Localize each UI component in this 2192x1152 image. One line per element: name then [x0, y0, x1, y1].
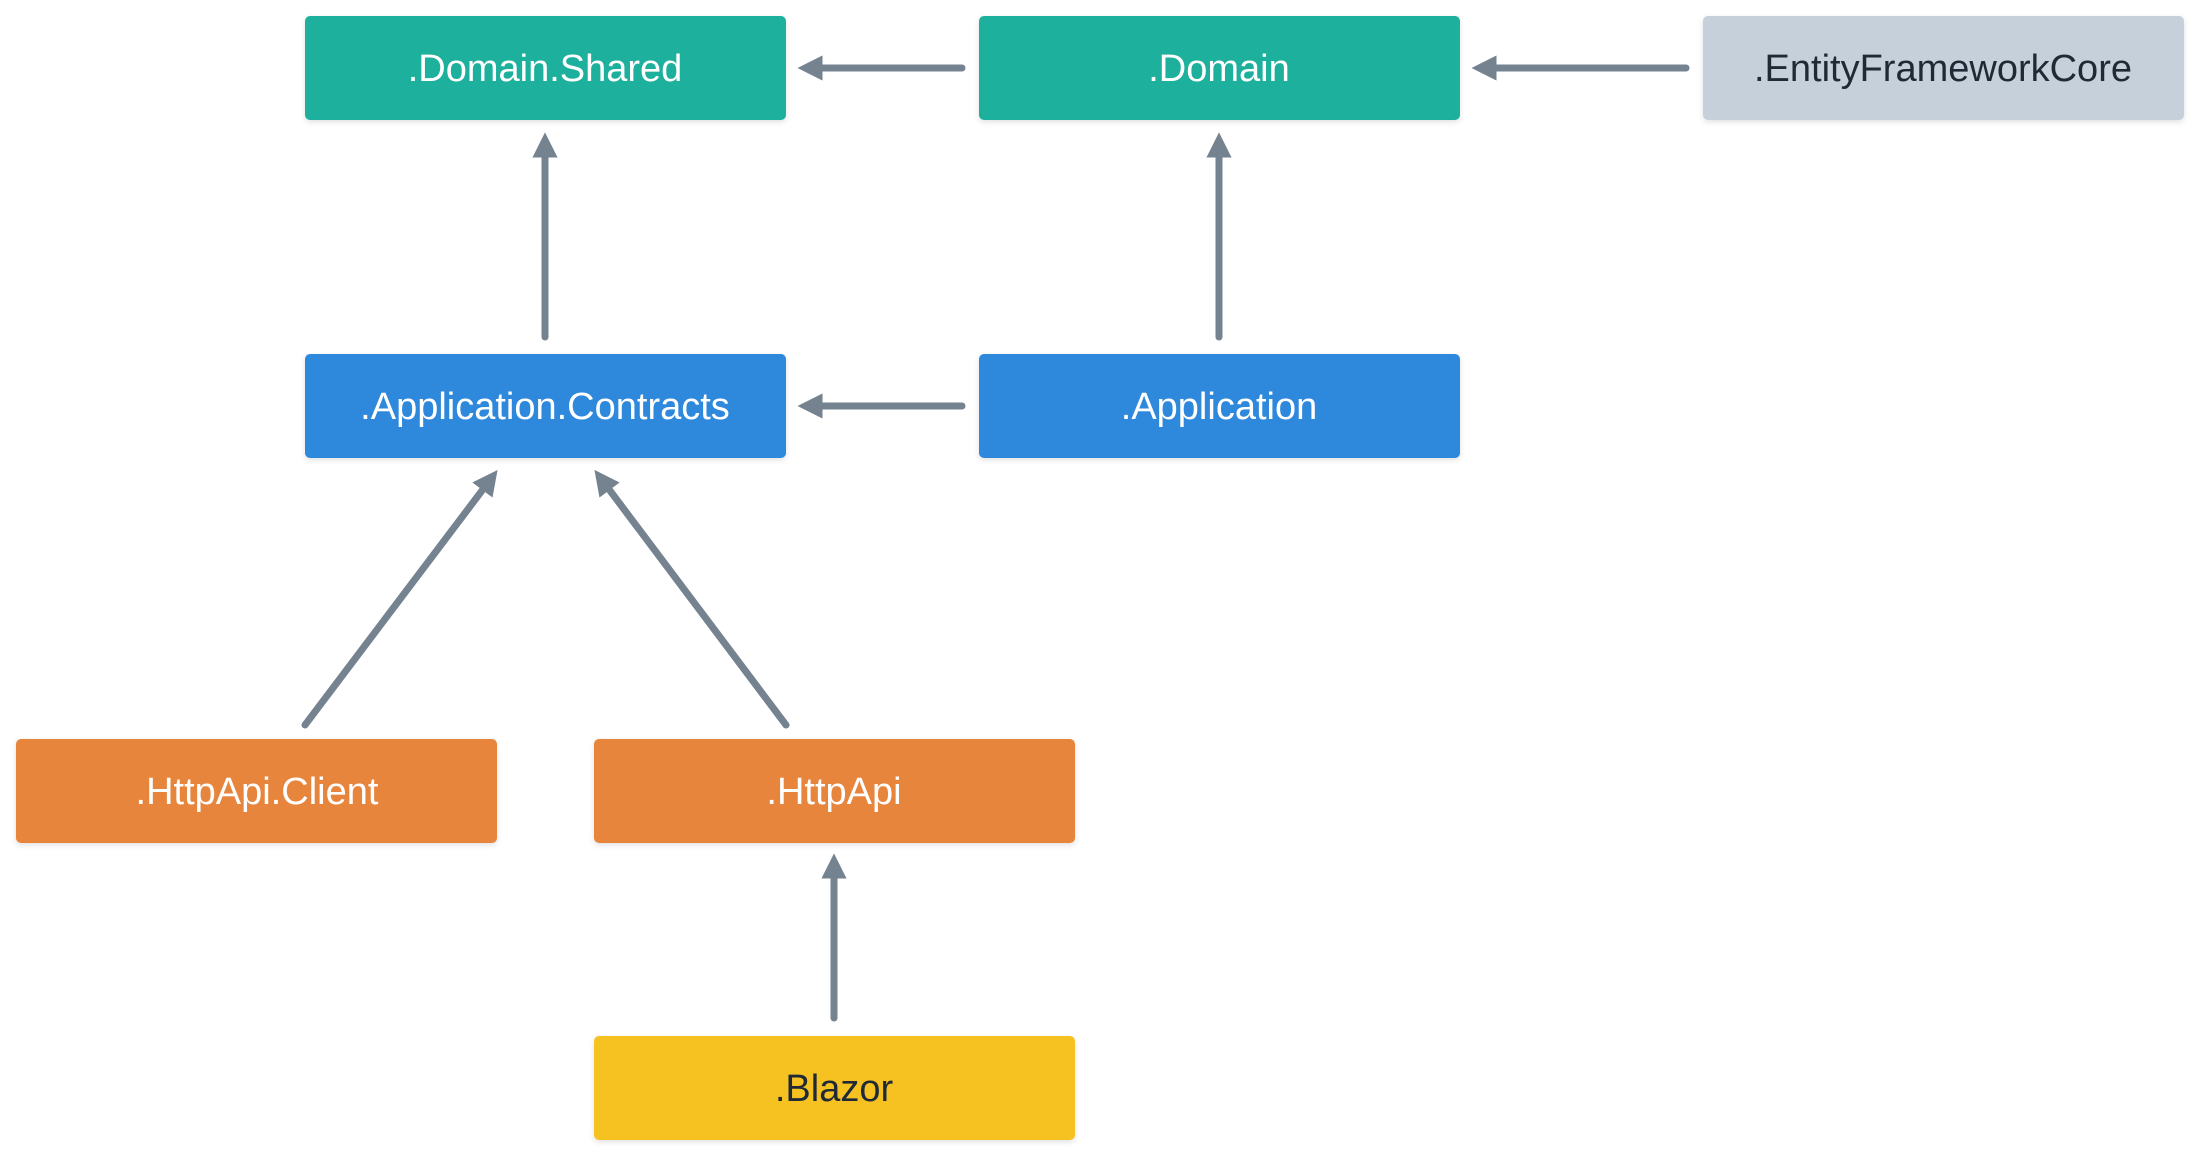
- node-httpapi-client-label: .HttpApi.Client: [136, 771, 379, 813]
- edges-group: [301, 55, 1690, 1022]
- node-application-box: [979, 354, 1460, 458]
- node-application-contracts-box: [305, 354, 786, 458]
- node-blazor-label: .Blazor: [775, 1068, 894, 1110]
- node-entity-framework-core: .EntityFrameworkCore: [1703, 16, 2184, 120]
- node-application-contracts: .Application.Contracts: [305, 354, 786, 458]
- node-domain-shared-label: .Domain.Shared: [408, 48, 683, 90]
- node-application-label: .Application: [1121, 386, 1317, 428]
- node-domain-label: .Domain: [1148, 48, 1290, 90]
- node-domain-shared: .Domain.Shared: [305, 16, 786, 120]
- node-domain-shared-box: [305, 16, 786, 120]
- edge-httpapi-to-application-contracts: [594, 469, 790, 729]
- node-httpapi-box: [594, 739, 1075, 843]
- node-application-contracts-label: .Application.Contracts: [360, 386, 730, 428]
- node-httpapi: .HttpApi: [594, 739, 1075, 843]
- node-entity-framework-core-box: [1703, 16, 2184, 120]
- node-application: .Application: [979, 354, 1460, 458]
- node-httpapi-client: .HttpApi.Client: [16, 739, 497, 843]
- node-blazor-box: [594, 1036, 1075, 1140]
- node-httpapi-client-box: [16, 739, 497, 843]
- node-httpapi-label: .HttpApi: [766, 771, 901, 813]
- node-domain-box: [979, 16, 1460, 120]
- node-blazor: .Blazor: [594, 1036, 1075, 1140]
- node-entity-framework-core-label: .EntityFrameworkCore: [1754, 48, 2132, 90]
- node-domain: .Domain: [979, 16, 1460, 120]
- edge-httpapi-client-to-application-contracts: [301, 469, 498, 729]
